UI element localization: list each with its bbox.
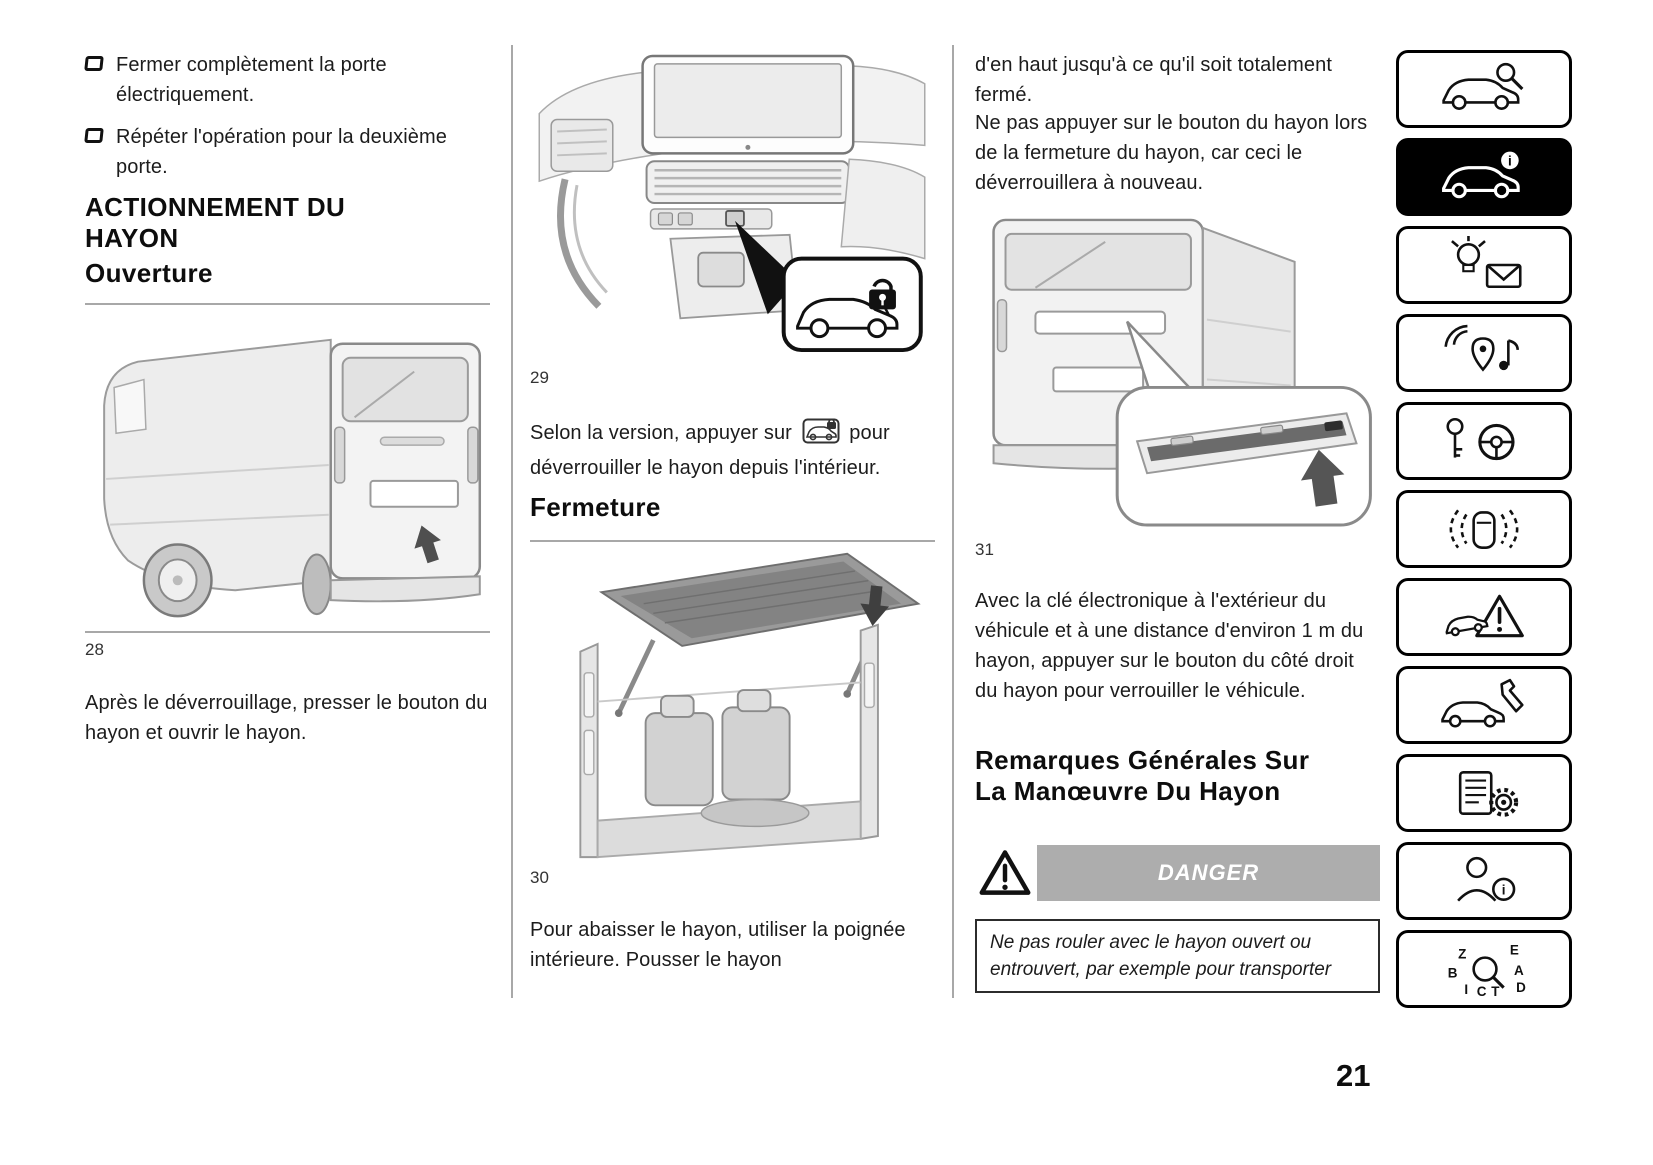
- dashboard-illustration: [538, 54, 926, 353]
- tailgate-release-button: [725, 210, 745, 227]
- technical-data-gear-icon: [1458, 770, 1519, 817]
- sidebar-item-dashboard-info: i: [1396, 138, 1572, 216]
- sidebar-item-customer-info: i: [1396, 842, 1572, 920]
- danger-banner: DANGER: [975, 843, 1380, 903]
- section-tab-sidebar: i: [1396, 50, 1572, 1008]
- figure-28-van-rear: [85, 310, 490, 628]
- subheading-fermeture: Fermeture: [530, 492, 661, 522]
- open-tailgate-illustration: [579, 552, 921, 859]
- svg-text:A: A: [1514, 963, 1524, 978]
- checkbox-icon: [84, 128, 104, 143]
- checklist-item: Répéter l'opération pour la deuxième por…: [84, 122, 490, 182]
- tailgate-button-illustration: [992, 218, 1372, 527]
- column-divider: [511, 45, 513, 998]
- figure-29-dashboard: [530, 50, 935, 358]
- figure-30-open-tailgate: [530, 548, 935, 860]
- open-arrow-icon: [414, 525, 441, 564]
- page-number: 21: [1336, 1058, 1371, 1093]
- close-arrow-icon: [860, 585, 890, 627]
- danger-band: DANGER: [1037, 845, 1380, 901]
- sidebar-item-driving-assistance: [1396, 490, 1572, 568]
- alphabetical-index-icon: Z E B A I C T D: [1448, 943, 1526, 999]
- warning-lamp-message-icon: [1451, 236, 1522, 289]
- paragraph: Pour abaisser le hayon, utiliser la poig…: [530, 919, 906, 971]
- figure-31-tailgate-button: [975, 200, 1380, 534]
- key-steering-wheel-icon: [1446, 417, 1515, 461]
- checkbox-icon: [84, 56, 104, 71]
- car-search-icon: [1442, 62, 1524, 110]
- sidebar-item-multimedia-navigation: [1396, 314, 1572, 392]
- svg-text:E: E: [1510, 943, 1519, 958]
- navigation-multimedia-icon: [1444, 324, 1519, 372]
- svg-text:i: i: [1508, 154, 1512, 169]
- checklist-text: Répéter l'opération pour la deuxième por…: [116, 126, 447, 178]
- divider: [530, 540, 935, 542]
- column-left: Fermer complètement la porte électriquem…: [84, 50, 490, 194]
- section-heading: ACTIONNEMENT DU HAYON: [85, 192, 346, 253]
- sidebar-item-starting-driving: [1396, 402, 1572, 480]
- driving-assist-icon: [1449, 509, 1519, 549]
- paragraph: Après le déverrouillage, presser le bout…: [85, 692, 488, 744]
- press-arrow-icon: [1300, 449, 1345, 507]
- customer-info-icon: i: [1457, 856, 1516, 902]
- paragraph: d'en haut jusqu'à ce qu'il soit totaleme…: [975, 54, 1332, 106]
- figure-31-label: 31: [975, 540, 994, 559]
- svg-text:D: D: [1516, 980, 1526, 995]
- sidebar-item-vehicle-overview: [1396, 50, 1572, 128]
- warning-triangle-icon: [975, 843, 1035, 903]
- figure-29-label: 29: [530, 368, 549, 387]
- danger-text: Ne pas rouler avec le hayon ouvert ou en…: [975, 919, 1380, 993]
- figure-28-label: 28: [85, 640, 104, 659]
- danger-label: DANGER: [1157, 860, 1260, 885]
- checklist-item: Fermer complètement la porte électriquem…: [84, 50, 490, 110]
- svg-text:I: I: [1464, 982, 1468, 997]
- svg-text:Z: Z: [1458, 947, 1466, 962]
- car-lock-icon: [796, 278, 899, 339]
- divider: [85, 631, 490, 633]
- paragraph: Avec la clé électronique à l'extérieur d…: [975, 590, 1364, 702]
- divider: [85, 303, 490, 305]
- svg-text:C: C: [1477, 984, 1487, 998]
- van-rear-illustration: [103, 338, 482, 618]
- subheading-ouverture: Ouverture: [85, 258, 213, 288]
- svg-text:T: T: [1491, 984, 1500, 998]
- svg-text:B: B: [1448, 965, 1458, 980]
- tailgate-lock-button: [1324, 420, 1343, 432]
- sidebar-item-emergency: [1396, 578, 1572, 656]
- sidebar-item-alphabetical-index: Z E B A I C T D: [1396, 930, 1572, 1008]
- sidebar-item-warning-lights: [1396, 226, 1572, 304]
- paragraph: Selon la version, appuyer sur pour déver…: [530, 418, 935, 483]
- checklist-text: Fermer complètement la porte électriquem…: [116, 54, 387, 106]
- paragraph-text: Selon la version, appuyer sur: [530, 422, 792, 444]
- emergency-road-icon: [1445, 594, 1524, 638]
- column-divider: [952, 45, 954, 998]
- paragraph-text: pour déverrouiller le hayon depuis l'int…: [530, 422, 890, 479]
- sidebar-item-maintenance: [1396, 666, 1572, 744]
- svg-text:i: i: [1502, 882, 1506, 897]
- paragraph: Ne pas appuyer sur le bouton du hayon lo…: [975, 112, 1368, 194]
- figure-30-label: 30: [530, 868, 549, 887]
- car-maintenance-icon: [1441, 678, 1524, 728]
- danger-section: DANGER Ne pas rouler avec le hayon ouver…: [975, 843, 1380, 993]
- heading-remarques: Remarques Générales Sur La Manœuvre Du H…: [975, 745, 1310, 806]
- sidebar-item-technical-data: [1396, 754, 1572, 832]
- car-info-icon: i: [1442, 151, 1520, 199]
- tailgate-unlock-button-icon: [802, 418, 840, 453]
